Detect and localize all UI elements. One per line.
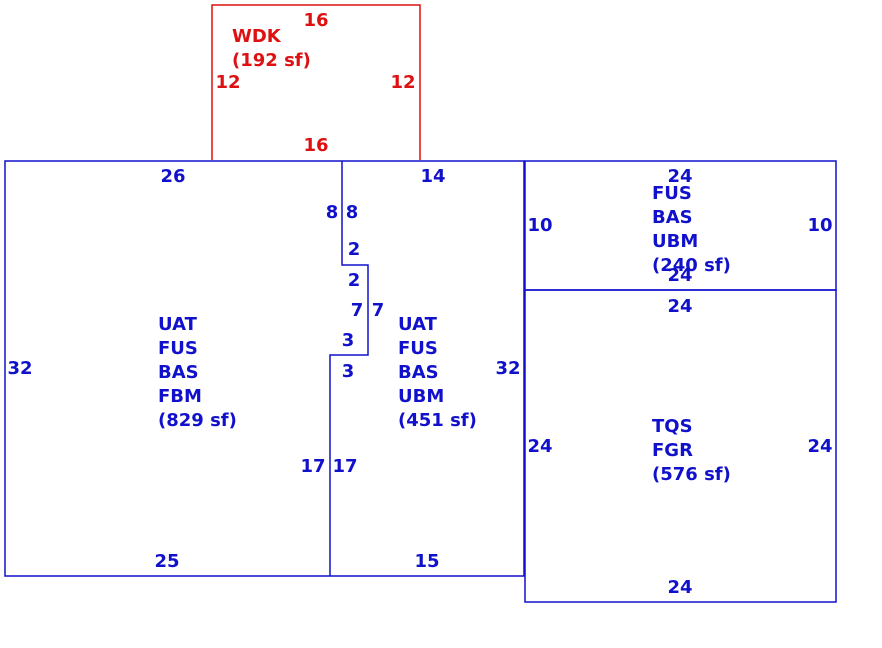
left-dim-notch-step: 2	[348, 270, 361, 291]
center-dim-right: 32	[495, 358, 520, 379]
left-main-annotations: 26 32 25 8 2 7 3 17 UAT FUS BAS FBM (829…	[7, 166, 363, 572]
left-main-outline	[4, 160, 342, 577]
center-dim-notch-top: 8	[346, 202, 359, 223]
lower-right-dim-top: 24	[667, 296, 692, 317]
left-label-line-3: BAS	[158, 362, 199, 383]
left-label-line-4: FBM	[158, 386, 202, 407]
center-label-line-5: (451 sf)	[398, 410, 477, 431]
upper-right-label-line-1: FUS	[652, 183, 692, 204]
left-dim-left: 32	[7, 358, 32, 379]
lower-right-dim-right: 24	[807, 436, 832, 457]
wdk-label-line-2: (192 sf)	[232, 50, 311, 71]
left-dim-notch-mid: 7	[351, 300, 364, 321]
center-main-annotations: 14 32 15 8 2 7 3 17 UAT FUS BAS UBM (451…	[332, 166, 520, 572]
left-label-line-5: (829 sf)	[158, 410, 237, 431]
lower-right-label-line-1: TQS	[652, 416, 693, 437]
upper-right-dim-top: 24	[667, 166, 692, 187]
center-dim-bottom: 15	[414, 551, 439, 572]
notch-line	[329, 161, 369, 576]
center-dim-notch-mid: 7	[372, 300, 385, 321]
center-dim-notch-step: 2	[348, 239, 361, 260]
wdk-dim-left: 12	[215, 72, 240, 93]
left-label-line-2: FUS	[158, 338, 198, 359]
lower-right-outline	[524, 289, 837, 603]
left-dim-notch-top: 8	[326, 202, 339, 223]
left-label-line-1: UAT	[158, 314, 198, 335]
left-dim-notch-low: 17	[300, 456, 325, 477]
upper-right-label-line-4: (240 sf)	[652, 255, 731, 276]
wdk-annotations: 16 12 12 16 WDK (192 sf)	[215, 10, 415, 156]
upper-right-label-line-3: UBM	[652, 231, 698, 252]
lower-right-label-line-3: (576 sf)	[652, 464, 731, 485]
center-dim-notch-lower-step: 3	[342, 361, 355, 382]
center-label-line-2: FUS	[398, 338, 438, 359]
center-label-line-1: UAT	[398, 314, 438, 335]
upper-right-annotations: 24 10 10 24 FUS BAS UBM (240 sf)	[527, 166, 832, 286]
wdk-outline	[211, 4, 421, 160]
left-dim-bottom: 25	[154, 551, 179, 572]
upper-right-dim-left: 10	[527, 215, 552, 236]
center-label-line-4: UBM	[398, 386, 444, 407]
center-dim-notch-low: 17	[332, 456, 357, 477]
upper-right-dim-right: 10	[807, 215, 832, 236]
upper-right-dim-bottom: 24	[667, 265, 692, 286]
wdk-label-line-1: WDK	[232, 26, 282, 47]
upper-right-label-line-2: BAS	[652, 207, 693, 228]
left-dim-top: 26	[160, 166, 185, 187]
wdk-dim-bottom: 16	[303, 135, 328, 156]
left-dim-notch-lower-step: 3	[342, 330, 355, 351]
center-dim-top: 14	[420, 166, 445, 187]
lower-right-annotations: 24 24 24 24 TQS FGR (576 sf)	[527, 296, 832, 598]
lower-right-label-line-2: FGR	[652, 440, 693, 461]
center-label-line-3: BAS	[398, 362, 439, 383]
wdk-dim-top: 16	[303, 10, 328, 31]
wdk-dim-right: 12	[390, 72, 415, 93]
center-main-outline	[330, 160, 525, 577]
outlines	[4, 4, 837, 603]
lower-right-dim-left: 24	[527, 436, 552, 457]
lower-right-dim-bottom: 24	[667, 577, 692, 598]
